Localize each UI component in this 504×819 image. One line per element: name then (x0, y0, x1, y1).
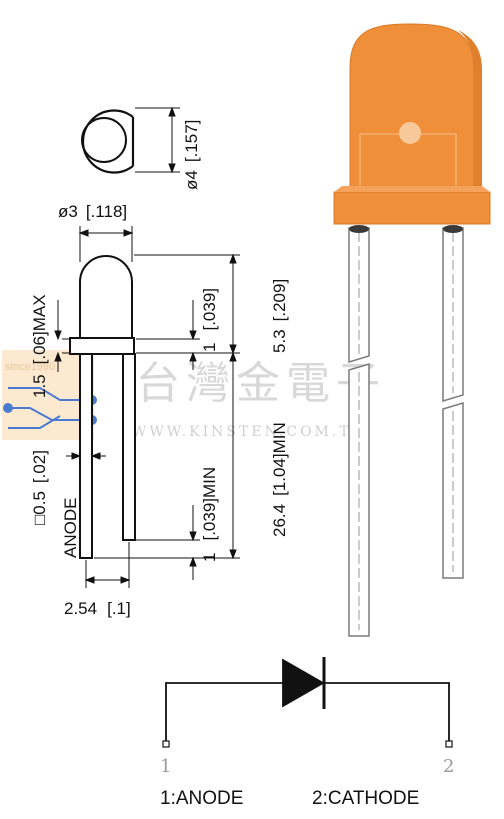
flange-max-label: 1.5[.06]MAX (30, 294, 49, 398)
body-height-label: 5.3[.209] (270, 279, 289, 353)
pitch-dimension (84, 542, 131, 588)
led-highlight (399, 122, 421, 144)
schematic-right-wire (323, 682, 450, 742)
led-flange (333, 191, 491, 225)
diode-triangle-icon (282, 658, 325, 708)
side-view (69, 255, 136, 559)
watermark-since: since1990 (5, 361, 55, 373)
side-view-flange (69, 337, 135, 355)
anode-lead (79, 353, 93, 559)
lens-diameter-label: ø3[.118] (58, 202, 127, 221)
legend-cathode: 2:CATHODE (312, 788, 419, 809)
lead-square-label: □0.5[.02] (30, 450, 49, 525)
legend-anode: 1:ANODE (160, 788, 243, 809)
side-view-lens (79, 255, 133, 338)
top-view (81, 109, 135, 174)
pin2-terminal (445, 740, 453, 748)
pin2-number: 2 (443, 756, 454, 777)
side-dimensions (94, 253, 240, 580)
pin1-number: 1 (160, 756, 171, 777)
watermark-company-name: 台灣金電子 (136, 358, 386, 409)
top-view-dimension (135, 106, 180, 174)
lens-diameter-dimension (78, 226, 134, 262)
cathode-lead (122, 353, 136, 541)
led-flange-top (334, 186, 490, 192)
pin1-terminal (162, 740, 170, 748)
left-dimensions (54, 300, 106, 460)
lead-length-label: 26.4[1.04]MIN (270, 422, 289, 537)
lead-offset-label: 1[.039]MIN (200, 467, 219, 562)
schematic-left-wire (165, 682, 283, 742)
watermark-url: WWW.KINSTEN.COM.TW (132, 424, 369, 440)
flange-height-label: 1[.039] (200, 288, 219, 352)
led-illustration (333, 23, 491, 637)
led-dome-side (458, 30, 482, 192)
anode-side-label: ANODE (61, 498, 80, 558)
led-dome (349, 23, 475, 193)
diode-symbol (162, 657, 453, 748)
pitch-label: 2.54[.1] (64, 599, 131, 618)
top-view-lens (81, 117, 127, 163)
flange-diameter-label: ø4[.157] (182, 120, 201, 190)
led-lead-stubs (349, 225, 463, 233)
led-leads (348, 227, 464, 637)
watermark-logo-bg (2, 350, 94, 440)
watermark: since1990 台灣金電子 WWW.KINSTEN.COM.TW (2, 350, 386, 440)
